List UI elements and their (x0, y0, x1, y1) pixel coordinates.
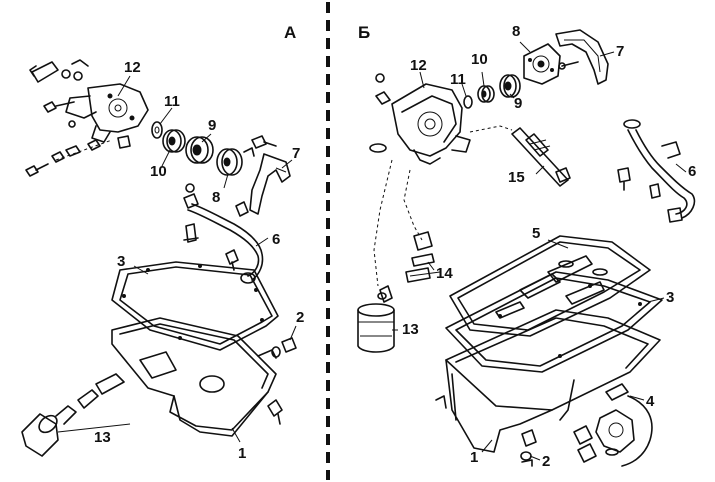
label-13-right: 13 (402, 321, 419, 338)
label-9-left: 9 (208, 117, 216, 134)
right-oil-pump (369, 73, 471, 165)
left-washer-11 (151, 121, 163, 139)
label-7-left: 7 (292, 145, 300, 162)
left-screws (25, 101, 131, 177)
right-washer-11 (463, 95, 473, 109)
label-5-right: 5 (532, 225, 540, 242)
label-13-left: 13 (94, 429, 111, 446)
left-gasket-3 (111, 261, 279, 351)
right-relief-valve-15 (511, 127, 571, 187)
left-strainer-6 (183, 183, 264, 284)
right-oil-filter-13 (357, 285, 395, 353)
panel-title-right: Б (358, 23, 370, 42)
left-cover-7 (249, 153, 291, 215)
label-14-right: 14 (436, 265, 453, 282)
right-gear-9 (499, 74, 521, 98)
label-12-right: 12 (410, 57, 427, 74)
left-bolt-top (251, 135, 277, 149)
right-fitting-14 (405, 231, 441, 283)
label-3-left: 3 (117, 253, 125, 270)
label-12-left: 12 (124, 59, 141, 76)
label-2-left: 2 (296, 309, 304, 326)
left-oil-pump (65, 83, 149, 143)
right-sprocket-8 (523, 43, 561, 85)
label-2-right: 2 (542, 453, 550, 470)
left-oil-pan-1 (111, 317, 283, 437)
label-3-right: 3 (666, 289, 674, 306)
left-leader-lines (117, 75, 297, 443)
label-10-right: 10 (471, 51, 488, 68)
label-10-left: 10 (150, 163, 167, 180)
label-4-right: 4 (646, 393, 655, 410)
right-gasket-3 (445, 271, 663, 373)
right-strainer-6 (617, 119, 696, 223)
label-15-right: 15 (508, 169, 525, 186)
left-oil-filter-13 (21, 373, 131, 457)
right-panel: 12 11 10 9 8 7 6 15 14 13 5 3 4 1 2 (357, 23, 696, 470)
right-dashed-guides (373, 125, 513, 287)
label-9-right: 9 (514, 95, 522, 112)
label-1-left: 1 (238, 445, 246, 462)
left-sprocket-8 (216, 147, 255, 176)
right-oil-pan-1 (435, 309, 661, 453)
left-drain-plug-2 (271, 337, 297, 358)
label-6-right: 6 (688, 163, 696, 180)
label-11-right: 11 (450, 71, 466, 88)
left-gear-10 (162, 129, 186, 153)
label-8-left: 8 (212, 189, 220, 206)
left-gear-9 (185, 136, 214, 164)
right-drain-plug-2 (520, 451, 533, 467)
label-7-right: 7 (616, 43, 624, 60)
right-leader-lines (392, 41, 687, 461)
left-panel: 12 11 10 9 8 7 6 3 2 1 13 (21, 59, 304, 462)
right-cover-7 (555, 29, 609, 85)
panel-title-left: А (284, 23, 296, 42)
label-8-right: 8 (512, 23, 520, 40)
right-oil-sensor-4 (573, 383, 653, 467)
left-relief-valve (29, 59, 89, 83)
label-11-left: 11 (164, 93, 180, 110)
label-1-right: 1 (470, 449, 478, 466)
label-6-left: 6 (272, 231, 280, 248)
right-gear-10 (477, 85, 495, 103)
